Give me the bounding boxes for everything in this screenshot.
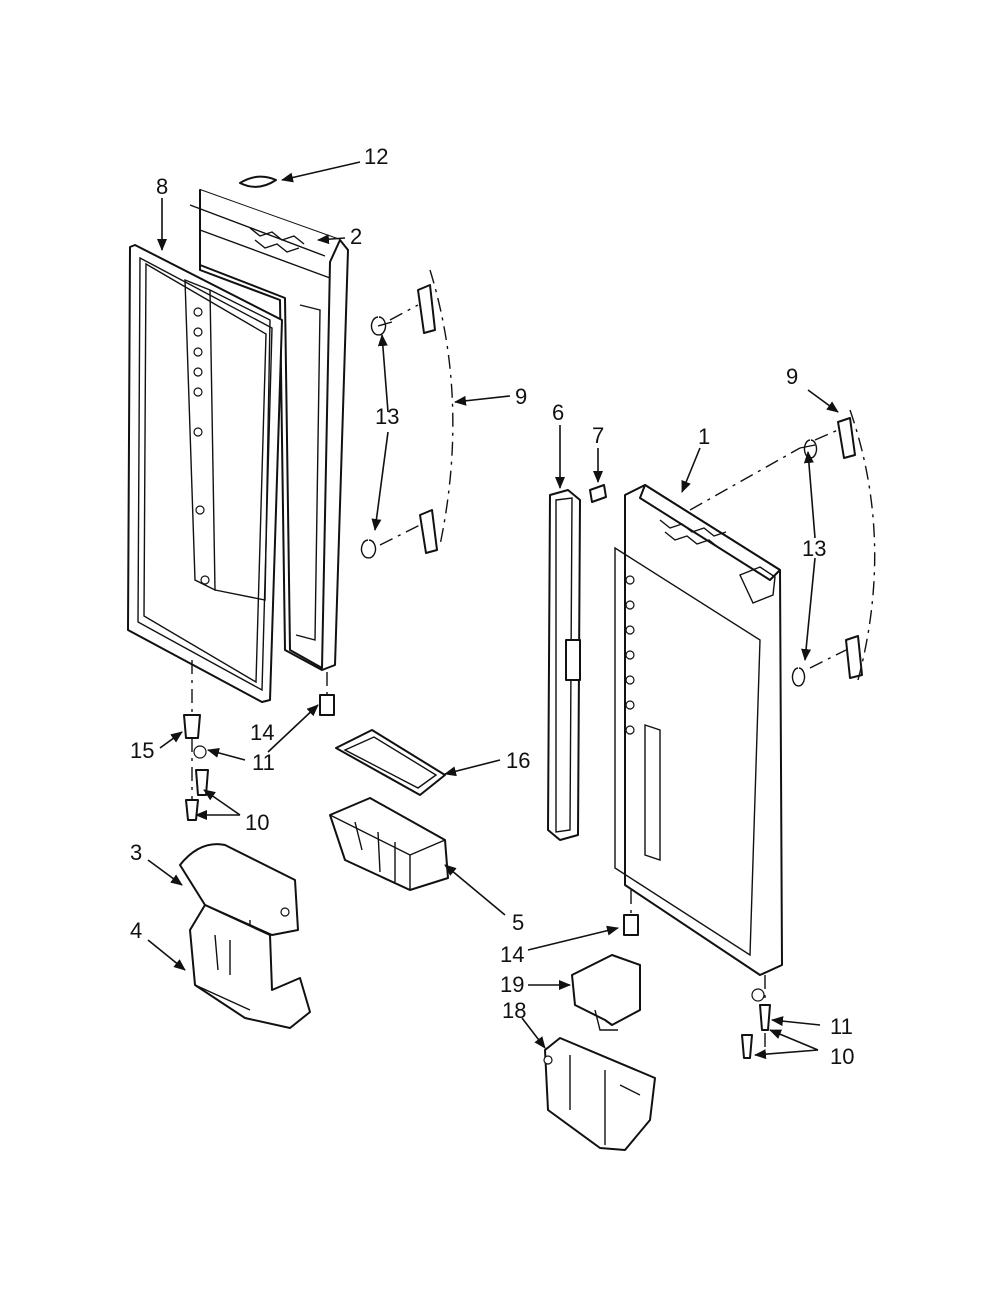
door-top-cap	[239, 175, 277, 188]
lower-bracket-4	[189, 904, 311, 1029]
hinge-pin-bottom-left	[360, 539, 377, 559]
callout-8: 8	[156, 174, 168, 199]
callout-3: 3	[130, 840, 142, 865]
left-hinge-bushing	[319, 694, 335, 716]
callout-labels: 12 8 2 9 13 6 7 1 9 13 15 14 11 10 16 3 …	[130, 144, 854, 1069]
left-door-closer-15	[183, 714, 201, 739]
right-washer-11	[751, 988, 765, 1002]
right-bracket-18	[543, 1037, 656, 1151]
right-cover-19	[571, 954, 641, 1031]
hinge-pin-bottom-right	[791, 667, 806, 687]
callout-18: 18	[502, 998, 526, 1023]
right-handle	[837, 409, 876, 681]
callout-14-left: 14	[250, 720, 274, 745]
right-hinge-bushing	[623, 914, 639, 936]
callout-9-right: 9	[786, 364, 798, 389]
right-door-shell-1	[614, 484, 783, 976]
callout-13-left: 13	[375, 404, 399, 429]
callout-1: 1	[698, 424, 710, 449]
callout-10-right: 10	[830, 1044, 854, 1069]
callout-2: 2	[350, 224, 362, 249]
callout-4: 4	[130, 918, 142, 943]
right-screw-10	[759, 1004, 771, 1031]
callout-11-left: 11	[252, 750, 275, 775]
callout-12: 12	[364, 144, 388, 169]
callout-9-left: 9	[515, 384, 527, 409]
hinge-pin-top-left	[370, 316, 393, 336]
callout-16: 16	[506, 748, 530, 773]
left-door-gasket	[127, 244, 283, 703]
callout-15: 15	[130, 738, 154, 763]
left-handle	[379, 269, 454, 554]
callout-10-left: 10	[245, 810, 269, 835]
leader-lines	[147, 161, 839, 1060]
door-bin-5	[329, 797, 449, 891]
flipper-pin-7	[589, 484, 607, 503]
callout-5: 5	[512, 910, 524, 935]
left-door-liner	[184, 278, 271, 601]
callout-14-right: 14	[500, 942, 524, 967]
left-door-shell	[189, 189, 349, 671]
callout-13-right: 13	[802, 536, 826, 561]
tray-16	[335, 729, 446, 796]
flipper-mullion-6	[547, 489, 581, 841]
callout-11-right: 11	[830, 1014, 853, 1039]
callout-19: 19	[500, 972, 524, 997]
callout-7: 7	[592, 423, 604, 448]
callout-6: 6	[552, 400, 564, 425]
left-washer-11	[193, 745, 207, 759]
